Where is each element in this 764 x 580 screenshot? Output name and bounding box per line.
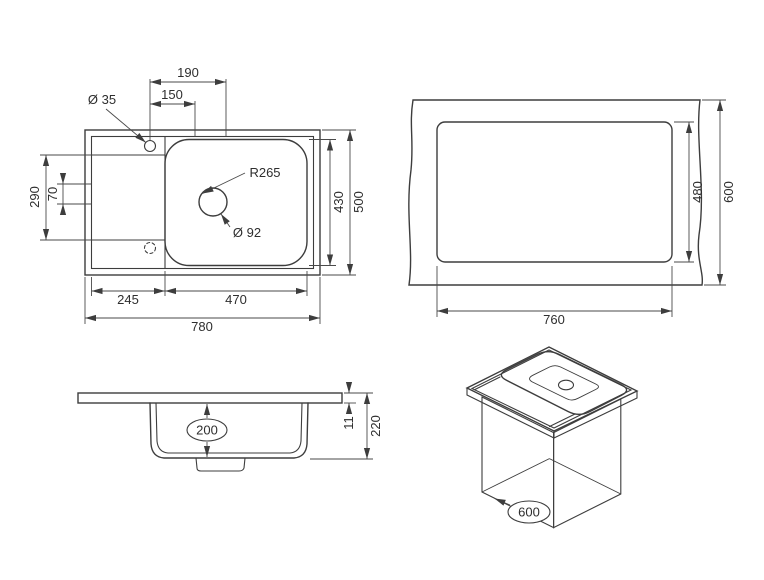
cutout-outline [408, 99, 704, 286]
dim-245-label: 245 [117, 292, 139, 307]
dim-190-label: 190 [177, 65, 199, 80]
dim-220-label: 220 [368, 415, 383, 437]
cutout-rect [436, 121, 673, 263]
iso-bowl [500, 350, 628, 415]
iso-bowl-bottom [529, 365, 599, 401]
dim-200-label: 200 [196, 423, 218, 438]
top-view-labels: 190 150 Ø 35 R265 Ø 92 290 70 430 500 24… [27, 65, 366, 334]
top-view-dimensions [40, 78, 356, 324]
dim-430-label: 430 [331, 191, 346, 213]
cutout-dimensions [436, 99, 726, 317]
iso-rim-outer [465, 346, 639, 432]
dim-11-label: 11 [341, 416, 356, 430]
iso-view: 600 [465, 346, 639, 529]
depth-balloon [186, 418, 228, 442]
section-labels: 200 11 220 [196, 415, 383, 437]
bowl [164, 138, 308, 267]
section-view: 200 11 220 [77, 382, 383, 472]
iso-drain [557, 379, 575, 391]
section-dimensions [186, 382, 373, 460]
iso-right-panel [553, 398, 622, 529]
dim-470-label: 470 [225, 292, 247, 307]
top-view-outline [84, 129, 321, 276]
dim-760-label: 760 [543, 312, 565, 327]
dim-70-label: 70 [45, 187, 60, 201]
dim-600-cabinet-label: 600 [518, 505, 540, 520]
drain-leader [220, 213, 231, 228]
rim-profile [77, 392, 343, 404]
drain-stub [195, 457, 246, 472]
top-view: 190 150 Ø 35 R265 Ø 92 290 70 430 500 24… [27, 65, 366, 334]
width-leader [494, 498, 511, 506]
iso-rim-inner [470, 349, 633, 429]
iso-dimensions [494, 498, 551, 524]
countertop [408, 99, 704, 286]
radius-leader [202, 172, 246, 194]
iso-outline [465, 346, 639, 529]
basin-outer-wall [149, 402, 309, 459]
width-balloon [507, 500, 551, 524]
dim-290-label: 290 [27, 186, 42, 208]
section-outline [77, 392, 343, 472]
dim-600-label: 600 [721, 181, 736, 203]
tap-hole-leader [105, 108, 147, 143]
basin-inner-wall [155, 402, 303, 454]
cutout-view: 480 600 760 [408, 99, 736, 327]
radius-label: R265 [249, 165, 280, 180]
drain-label: Ø 92 [233, 225, 261, 240]
tap-hole [143, 139, 157, 153]
drain-hole [198, 187, 228, 217]
dim-500-label: 500 [351, 191, 366, 213]
optional-hole [143, 241, 157, 255]
tap-hole-label: Ø 35 [88, 92, 116, 107]
dim-480-label: 480 [690, 181, 705, 203]
dim-150-label: 150 [161, 87, 183, 102]
dim-780-label: 780 [191, 319, 213, 334]
iso-labels: 600 [518, 505, 540, 520]
cutout-labels: 480 600 760 [543, 181, 736, 327]
